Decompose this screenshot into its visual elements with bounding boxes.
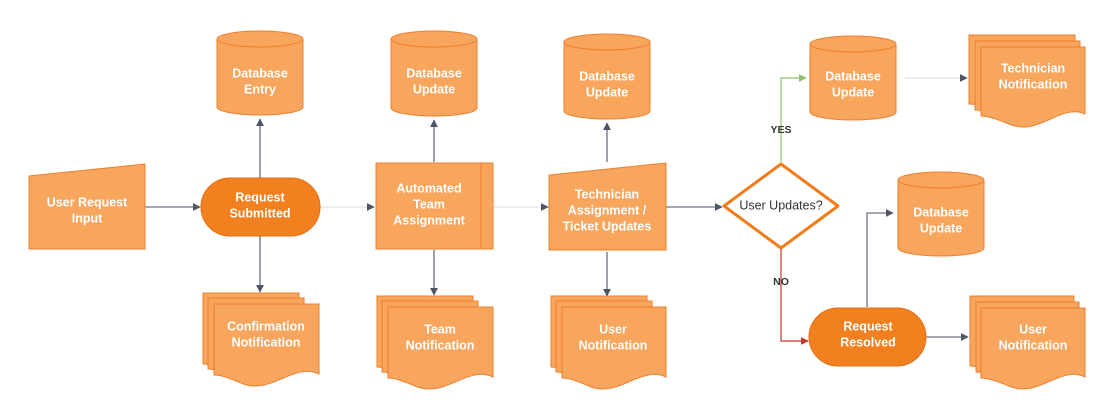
label-line: Request bbox=[235, 190, 285, 204]
label-line: Request bbox=[843, 319, 893, 333]
label-line: Assignment bbox=[393, 213, 465, 227]
node-automated-team-assignment[interactable]: Automated Team Assignment bbox=[375, 162, 494, 250]
label-line: Submitted bbox=[229, 206, 290, 220]
label-line: Technician bbox=[1001, 61, 1065, 75]
node-database-update-4[interactable]: Database Update bbox=[897, 171, 985, 257]
label-line: Resolved bbox=[840, 335, 896, 349]
node-user-notification-1[interactable]: User Notification bbox=[550, 295, 667, 390]
branch-no-label: NO bbox=[773, 276, 789, 288]
label-line: Ticket Updates bbox=[563, 219, 652, 233]
node-request-resolved[interactable]: Request Resolved bbox=[808, 307, 927, 367]
label-line: Confirmation bbox=[227, 319, 305, 333]
node-team-notification[interactable]: Team Notification bbox=[376, 295, 494, 390]
node-decision-user-updates[interactable]: User Updates? bbox=[722, 162, 840, 250]
label-line: User bbox=[1019, 322, 1047, 336]
label-line: Database bbox=[232, 66, 288, 80]
label-line: Notification bbox=[999, 338, 1068, 352]
node-database-update-1[interactable]: Database Update bbox=[390, 30, 478, 117]
label-line: User Request bbox=[47, 195, 128, 209]
label-line: Notification bbox=[406, 338, 475, 352]
label-line: Database bbox=[406, 66, 462, 80]
node-technician-assignment[interactable]: Technician Assignment / Ticket Updates bbox=[548, 162, 667, 251]
label-line: Team bbox=[424, 322, 456, 336]
arrow-decision-yes bbox=[780, 74, 807, 162]
node-user-notification-2[interactable]: User Notification bbox=[969, 295, 1086, 390]
label-line: Automated bbox=[396, 181, 461, 195]
label-line: Update bbox=[832, 85, 874, 99]
label-line: Entry bbox=[244, 82, 276, 96]
label-line: Notification bbox=[232, 335, 301, 349]
arrow-decision-no bbox=[780, 249, 809, 345]
label-line: Assignment / bbox=[568, 203, 647, 217]
node-database-entry[interactable]: Database Entry bbox=[216, 30, 304, 116]
label-line: Database bbox=[825, 69, 881, 83]
label-line: Update bbox=[413, 82, 455, 96]
node-request-submitted[interactable]: Request Submitted bbox=[200, 177, 321, 237]
label-line: Database bbox=[913, 205, 969, 219]
label-line: Notification bbox=[579, 338, 648, 352]
label-line: User bbox=[599, 322, 627, 336]
connectors bbox=[145, 74, 969, 345]
node-database-update-2[interactable]: Database Update bbox=[563, 33, 651, 120]
label-line: Technician bbox=[575, 187, 639, 201]
node-user-request-input[interactable]: User Request Input bbox=[28, 163, 146, 250]
arrow-resolved-to-db-update bbox=[866, 209, 894, 307]
label-line: Database bbox=[579, 69, 635, 83]
node-database-update-3[interactable]: Database Update bbox=[809, 35, 897, 121]
decision-label: User Updates? bbox=[739, 198, 822, 212]
label-line: Input bbox=[72, 211, 103, 225]
label-line: Team bbox=[413, 197, 445, 211]
node-confirmation-notification[interactable]: Confirmation Notification bbox=[202, 292, 320, 387]
label-line: Update bbox=[586, 85, 628, 99]
label-line: Update bbox=[920, 221, 962, 235]
branch-yes-label: YES bbox=[770, 124, 791, 136]
label-line: Notification bbox=[999, 77, 1068, 91]
node-technician-notification[interactable]: Technician Notification bbox=[968, 34, 1086, 128]
